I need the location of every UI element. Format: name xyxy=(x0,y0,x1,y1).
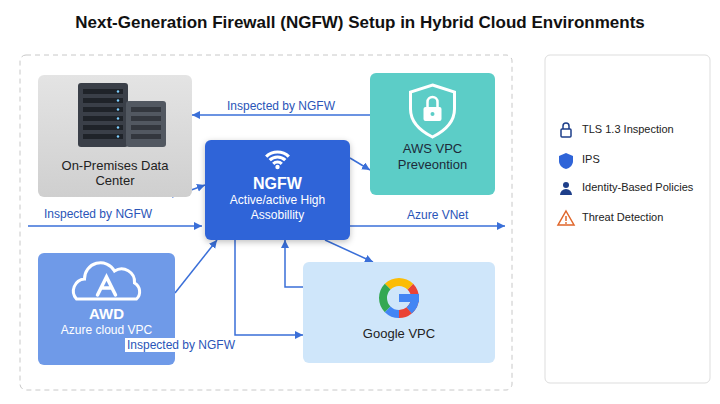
node-title: AWD xyxy=(89,305,124,323)
legend-text: Threat Detection xyxy=(582,211,663,223)
legend-panel xyxy=(545,55,710,383)
legend-icon xyxy=(558,211,574,225)
flow-connector xyxy=(350,158,370,170)
flow-connector xyxy=(325,240,373,262)
flow-connector xyxy=(192,114,370,116)
node-title: NGFW xyxy=(253,174,302,193)
flow-label: Inspected by NGFW xyxy=(42,207,154,221)
vpc-box: AWS VPC Preveontion xyxy=(370,73,495,195)
legend-icon xyxy=(560,182,572,195)
diagram-title: Next-Generation Firewall (NGFW) Setup in… xyxy=(0,13,720,33)
legend-text: TLS 1.3 Inspection xyxy=(582,123,674,135)
legend-icon xyxy=(559,153,573,169)
outbound-arrow xyxy=(350,225,505,227)
node-title: AWS VPC Preveontion xyxy=(378,141,487,172)
datacenter-box: On-Premises Data Center xyxy=(38,75,192,197)
vpc-box: Google VPC xyxy=(303,262,495,363)
node-subtitle: Azure cloud VPC xyxy=(61,323,152,337)
flow-connector xyxy=(285,240,303,287)
flow-label: Azure VNet xyxy=(405,208,470,222)
node-title: Google VPC xyxy=(363,326,435,342)
flow-connector xyxy=(175,240,217,293)
cloud-region xyxy=(20,55,512,390)
inbound-arrow xyxy=(28,225,202,227)
google-icon xyxy=(303,262,495,363)
node-title: On-Premises Data Center xyxy=(46,158,184,189)
firewall-box: NGFWActive/active High Assobillity xyxy=(205,140,350,240)
edge-label: Inspected by NGFW xyxy=(225,99,337,113)
legend-icon xyxy=(561,123,571,137)
edge-label: Inspected by NGFW xyxy=(125,338,237,352)
legend-text: IPS xyxy=(582,153,600,165)
shield-icon xyxy=(370,73,495,195)
node-subtitle: Active/active High Assobillity xyxy=(213,193,342,222)
legend-text: Identity-Based Policies xyxy=(582,181,693,193)
flow-connector xyxy=(235,240,303,335)
